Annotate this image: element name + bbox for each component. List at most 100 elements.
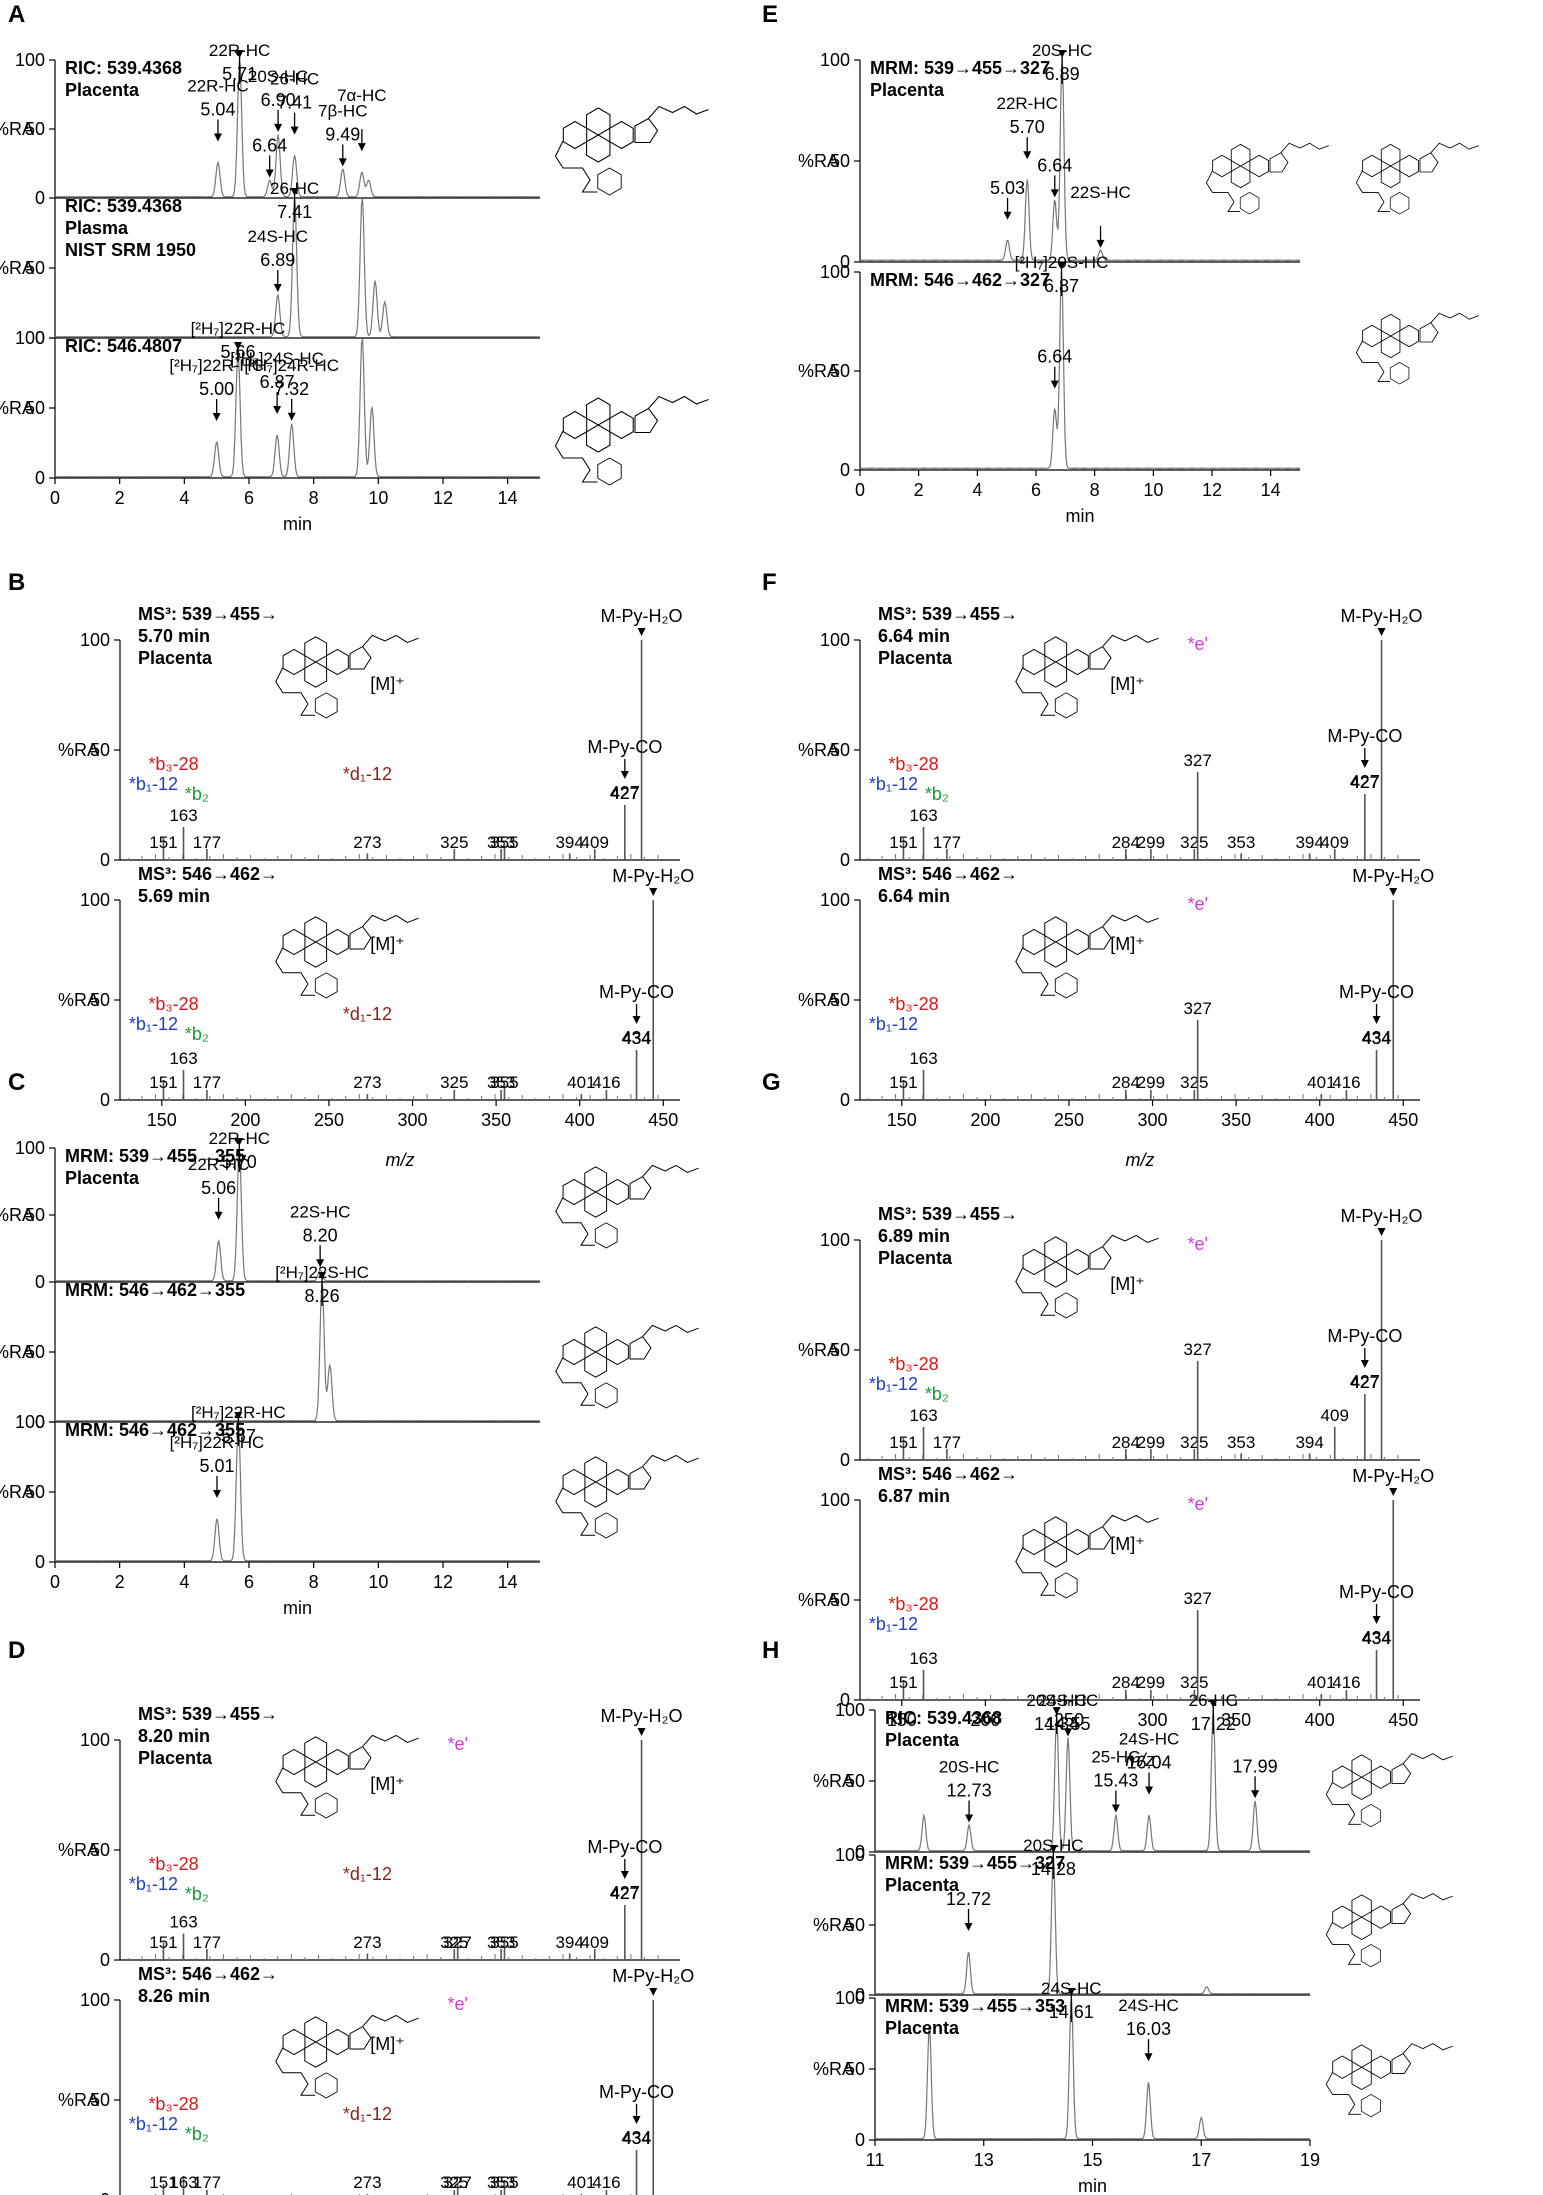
- y-tick-label: 0: [840, 1450, 850, 1470]
- y-tick-label: 0: [100, 1090, 110, 1110]
- peak-mz-label: 177: [193, 1073, 221, 1092]
- x-tick-label: 200: [970, 1110, 1000, 1130]
- peak-mz-label: 177: [193, 2173, 221, 2192]
- arrow-head: [212, 1490, 221, 1498]
- arrow-head: [632, 1016, 641, 1024]
- arrow-head: [632, 2116, 641, 2124]
- panel-subtitle: Placenta: [885, 1730, 960, 1750]
- peak-mz-label: 353: [487, 1073, 515, 1092]
- pyridine-ring: [1360, 2094, 1381, 2118]
- y-tick-label: 0: [840, 252, 850, 272]
- peak-mz-label: 409: [1321, 833, 1349, 852]
- x-tick-label: 2: [115, 1572, 125, 1592]
- peak-mz-label: 151: [149, 1073, 177, 1092]
- peak-mz-label: 299: [1137, 1673, 1165, 1692]
- girard-tag: [275, 1767, 315, 1816]
- y-tick-label: 50: [830, 740, 850, 760]
- side-chain: [1419, 142, 1479, 173]
- ring: [1332, 1894, 1391, 1941]
- arrow-head: [1251, 1790, 1260, 1799]
- y-axis-label: %RA: [798, 151, 839, 171]
- panel-title: RIC: 539.4368: [885, 1708, 1002, 1728]
- chromatogram-trace: [859, 60, 1301, 262]
- peak-mz-label: 151: [889, 1073, 917, 1092]
- peak-retention-time: 12.72: [946, 1889, 991, 1909]
- fragment-label: M-Py-CO: [599, 982, 674, 1002]
- peak-name: 22R-HC: [188, 1155, 249, 1174]
- pyridine-ring: [1054, 1292, 1078, 1319]
- side-chain: [1269, 142, 1329, 173]
- chemical-structure: [1205, 142, 1329, 215]
- fragment-ion-label: *b₁-12: [869, 1614, 918, 1634]
- arrow-head: [1052, 1707, 1061, 1716]
- fragment-mz: 427: [610, 783, 640, 803]
- fragment-ion-label: *d₁-12: [343, 764, 392, 784]
- y-tick-label: 50: [845, 1771, 865, 1791]
- peak-mz-label: 327: [1183, 1340, 1211, 1359]
- pyridine-ring: [1054, 1572, 1078, 1599]
- pyridine-ring: [597, 167, 622, 196]
- peak-mz-label: 163: [169, 2173, 197, 2192]
- peak-mz-label: 427: [611, 1884, 639, 1903]
- D-panel-1: 050100%RA1511631772733253273533554014164…: [58, 1964, 694, 2195]
- panel-title: MRM: 539→455→327: [870, 58, 1050, 78]
- peak-name: 22S-HC: [1070, 183, 1130, 202]
- peak-mz-label: 394: [555, 833, 583, 852]
- peak-mz-label: 327: [1183, 999, 1211, 1018]
- panel-subtitle: 5.69 min: [138, 886, 210, 906]
- girard-tag: [275, 667, 315, 716]
- fragment-ion-label: *b₃-28: [148, 2094, 198, 2114]
- arrow-head: [1377, 628, 1386, 636]
- peak-mz-label: 327: [1183, 1589, 1211, 1608]
- fragment-ion-label: *d₁-12: [343, 2104, 392, 2124]
- ring: [1022, 916, 1089, 968]
- panel-subtitle: Placenta: [65, 80, 140, 100]
- y-tick-label: 50: [25, 119, 45, 139]
- x-tick-label: 11: [866, 2150, 885, 2170]
- fragment-label: M-Py-CO: [599, 2082, 674, 2102]
- peak-name: 7α-HC: [337, 86, 387, 105]
- fragment-ion-label: *b₁-12: [869, 1374, 918, 1394]
- x-tick-label: 6: [244, 1572, 254, 1592]
- peak-retention-time: 5.01: [199, 1456, 234, 1476]
- peak-mz-label: 151: [889, 1433, 917, 1452]
- y-tick-label: 100: [835, 1988, 865, 2008]
- arrow-head: [235, 50, 244, 58]
- molecular-ion-label: [M]⁺: [370, 2034, 405, 2054]
- arrow-head: [235, 1138, 244, 1146]
- panel-subtitle: Plasma: [65, 218, 129, 238]
- x-axis-label: m/z: [1126, 1150, 1155, 1170]
- peak-mz-label: 299: [1137, 1073, 1165, 1092]
- arrow-head: [1067, 1988, 1076, 1996]
- fragment-ion-label: *b₃-28: [888, 1354, 938, 1374]
- y-tick-label: 100: [80, 890, 110, 910]
- girard-tag: [275, 2047, 315, 2096]
- y-tick-label: 100: [80, 630, 110, 650]
- peak-name: [²H₇]22R-HC: [169, 356, 264, 375]
- peak-mz-label: 325: [1180, 833, 1208, 852]
- peak-retention-time: 7.41: [277, 93, 312, 113]
- arrow-head: [1023, 151, 1032, 160]
- x-tick-label: 10: [1143, 480, 1163, 500]
- x-tick-label: 15: [1082, 2150, 1102, 2170]
- fragment-ion-label: *b₁-12: [129, 2114, 178, 2134]
- ring: [1022, 1236, 1089, 1288]
- peak-retention-time: 5.03: [990, 178, 1025, 198]
- ring: [562, 397, 634, 453]
- x-tick-label: 400: [1305, 1710, 1335, 1730]
- chromatogram-trace: [54, 1421, 541, 1562]
- side-chain: [1089, 914, 1159, 950]
- chemical-structure: [555, 1454, 699, 1539]
- peak-name: 25-HC: [1091, 1748, 1140, 1767]
- panel-title: RIC: 539.4368: [65, 196, 182, 216]
- peak-mz-label: 353: [1227, 1433, 1255, 1452]
- x-axis-label: m/z: [386, 1150, 415, 1170]
- fragment-ion-label: *e': [447, 1994, 467, 2014]
- fragment-label: M-Py-H₂O: [1352, 1466, 1434, 1486]
- fragment-ion-label: *b₂: [925, 784, 949, 804]
- peak-mz-label: 151: [889, 1673, 917, 1692]
- peak-mz-label: 163: [169, 806, 197, 825]
- girard-tag: [555, 1487, 595, 1536]
